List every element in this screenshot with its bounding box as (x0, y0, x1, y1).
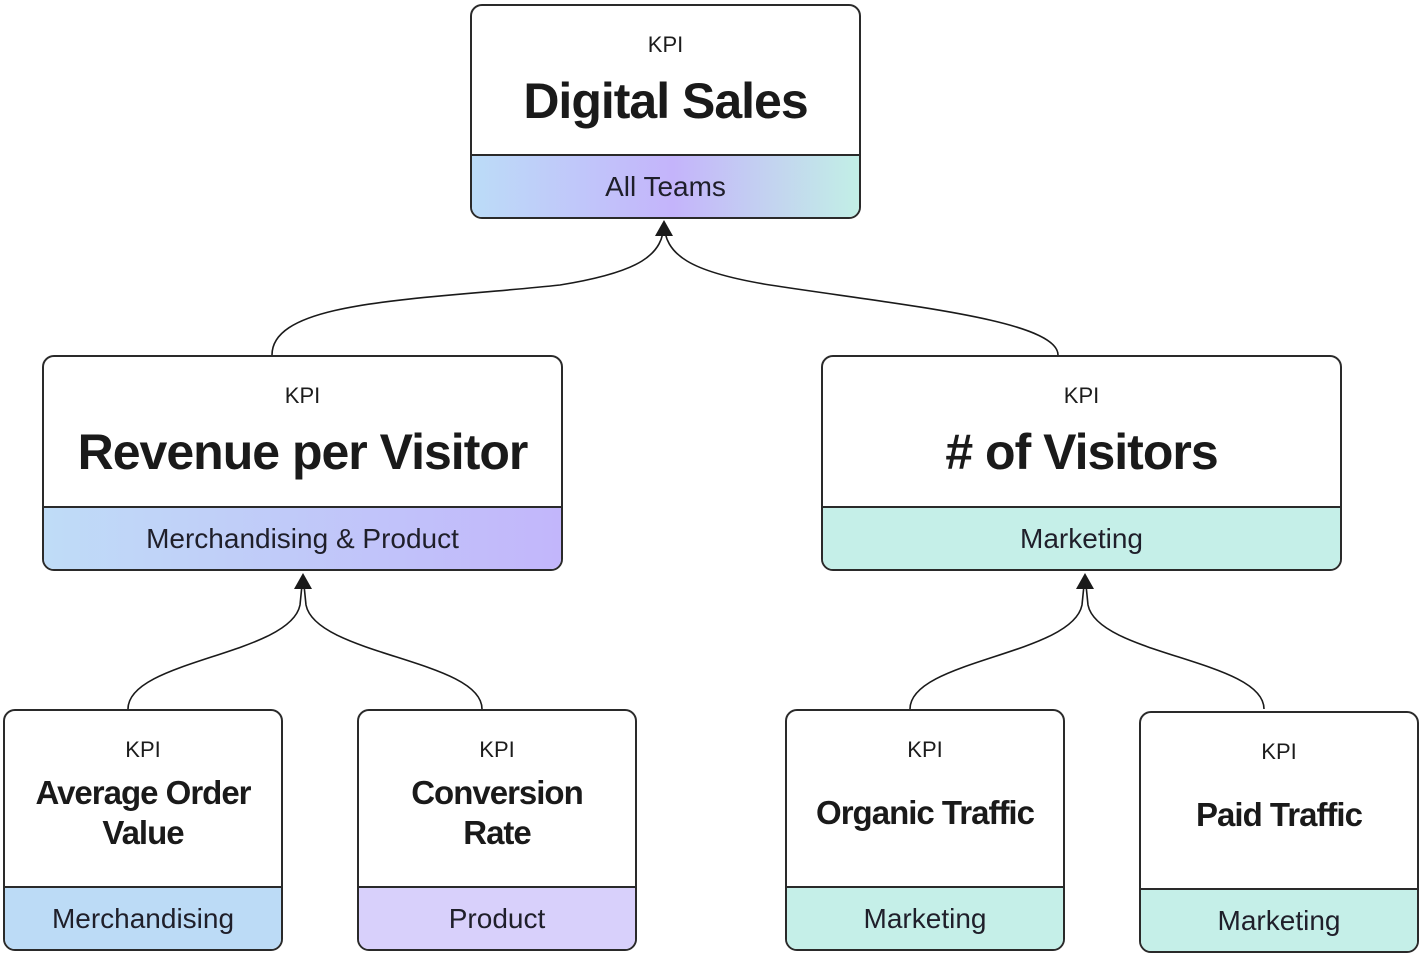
node-header: KPI Conversion Rate (359, 711, 635, 888)
node-header: KPI Paid Traffic (1141, 713, 1417, 890)
node-header: KPI # of Visitors (823, 357, 1340, 508)
node-header: KPI Organic Traffic (787, 711, 1063, 888)
node-header: KPI Average Order Value (5, 711, 281, 888)
node-digital-sales: KPI Digital Sales All Teams (470, 4, 861, 219)
arrow-into-digital-sales (655, 220, 673, 236)
team-label: Marketing (1141, 890, 1417, 951)
arrow-into-visitors (1076, 573, 1094, 589)
node-conversion-rate: KPI Conversion Rate Product (357, 709, 637, 951)
team-label: Marketing (823, 508, 1340, 569)
node-header: KPI Revenue per Visitor (44, 357, 561, 508)
node-title: # of Visitors (945, 424, 1218, 480)
node-header: KPI Digital Sales (472, 6, 859, 156)
edge-revenue-per-visitor-to-digital-sales (271, 221, 665, 356)
kpi-label: KPI (284, 383, 321, 408)
edge-paid-traffic-to-visitors (1084, 574, 1265, 710)
node-title: Paid Traffic (1196, 796, 1363, 833)
node-title: Conversion Rate (411, 774, 584, 851)
team-label: Merchandising (5, 888, 281, 949)
team-label: All Teams (472, 156, 859, 217)
edge-visitors-to-digital-sales (663, 221, 1059, 356)
edge-conversion-rate-to-revenue-per-visitor (302, 574, 483, 710)
node-paid-traffic: KPI Paid Traffic Marketing (1139, 711, 1419, 953)
team-label: Product (359, 888, 635, 949)
edge-organic-traffic-to-visitors (909, 574, 1086, 710)
node-title: Organic Traffic (816, 794, 1035, 831)
kpi-label: KPI (907, 737, 943, 762)
kpi-label: KPI (479, 737, 515, 762)
kpi-label: KPI (1063, 383, 1100, 408)
arrow-into-revenue-per-visitor (294, 573, 312, 589)
node-revenue-per-visitor: KPI Revenue per Visitor Merchandising & … (42, 355, 563, 571)
node-number-of-visitors: KPI # of Visitors Marketing (821, 355, 1342, 571)
kpi-label: KPI (125, 737, 161, 762)
kpi-label: KPI (647, 32, 684, 57)
team-label: Merchandising & Product (44, 508, 561, 569)
node-title: Average Order Value (35, 774, 251, 851)
node-organic-traffic: KPI Organic Traffic Marketing (785, 709, 1065, 951)
node-average-order-value: KPI Average Order Value Merchandising (3, 709, 283, 951)
team-label: Marketing (787, 888, 1063, 949)
edge-average-order-value-to-revenue-per-visitor (127, 574, 304, 710)
kpi-label: KPI (1261, 739, 1297, 764)
node-title: Revenue per Visitor (77, 424, 529, 480)
node-title: Digital Sales (523, 73, 808, 129)
